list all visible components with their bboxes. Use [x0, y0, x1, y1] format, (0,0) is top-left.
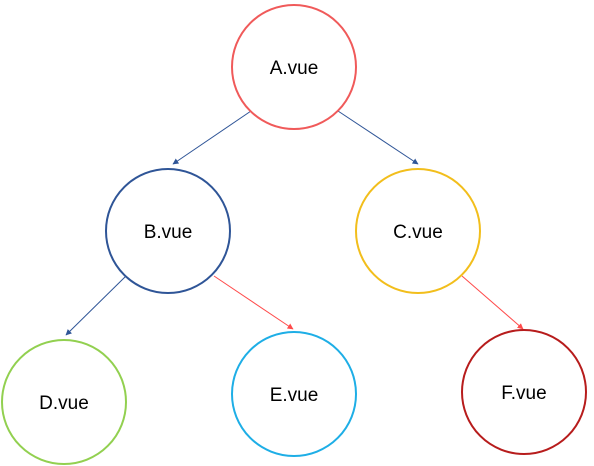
- edge-a-to-b: [172, 110, 252, 165]
- node-c-label: C.vue: [393, 222, 443, 243]
- node-b-label: B.vue: [144, 222, 193, 243]
- node-a: A.vue: [231, 4, 357, 130]
- node-d-circle: [1, 339, 127, 465]
- node-a-circle: [231, 4, 357, 130]
- node-b: B.vue: [105, 168, 231, 294]
- node-f: F.vue: [461, 329, 587, 455]
- node-b-circle: [105, 168, 231, 294]
- edge-b-to-e: [213, 275, 294, 330]
- node-e-label: E.vue: [270, 385, 319, 406]
- edge-a-to-c: [337, 110, 419, 165]
- edge-c-to-f: [461, 275, 524, 330]
- node-e-circle: [231, 331, 357, 457]
- node-d: D.vue: [1, 339, 127, 465]
- node-c-circle: [355, 168, 481, 294]
- node-d-label: D.vue: [39, 393, 89, 414]
- node-a-label: A.vue: [270, 58, 319, 79]
- edge-b-to-d: [65, 275, 127, 336]
- node-f-label: F.vue: [501, 383, 546, 404]
- node-c: C.vue: [355, 168, 481, 294]
- node-e: E.vue: [231, 331, 357, 457]
- node-f-circle: [461, 329, 587, 455]
